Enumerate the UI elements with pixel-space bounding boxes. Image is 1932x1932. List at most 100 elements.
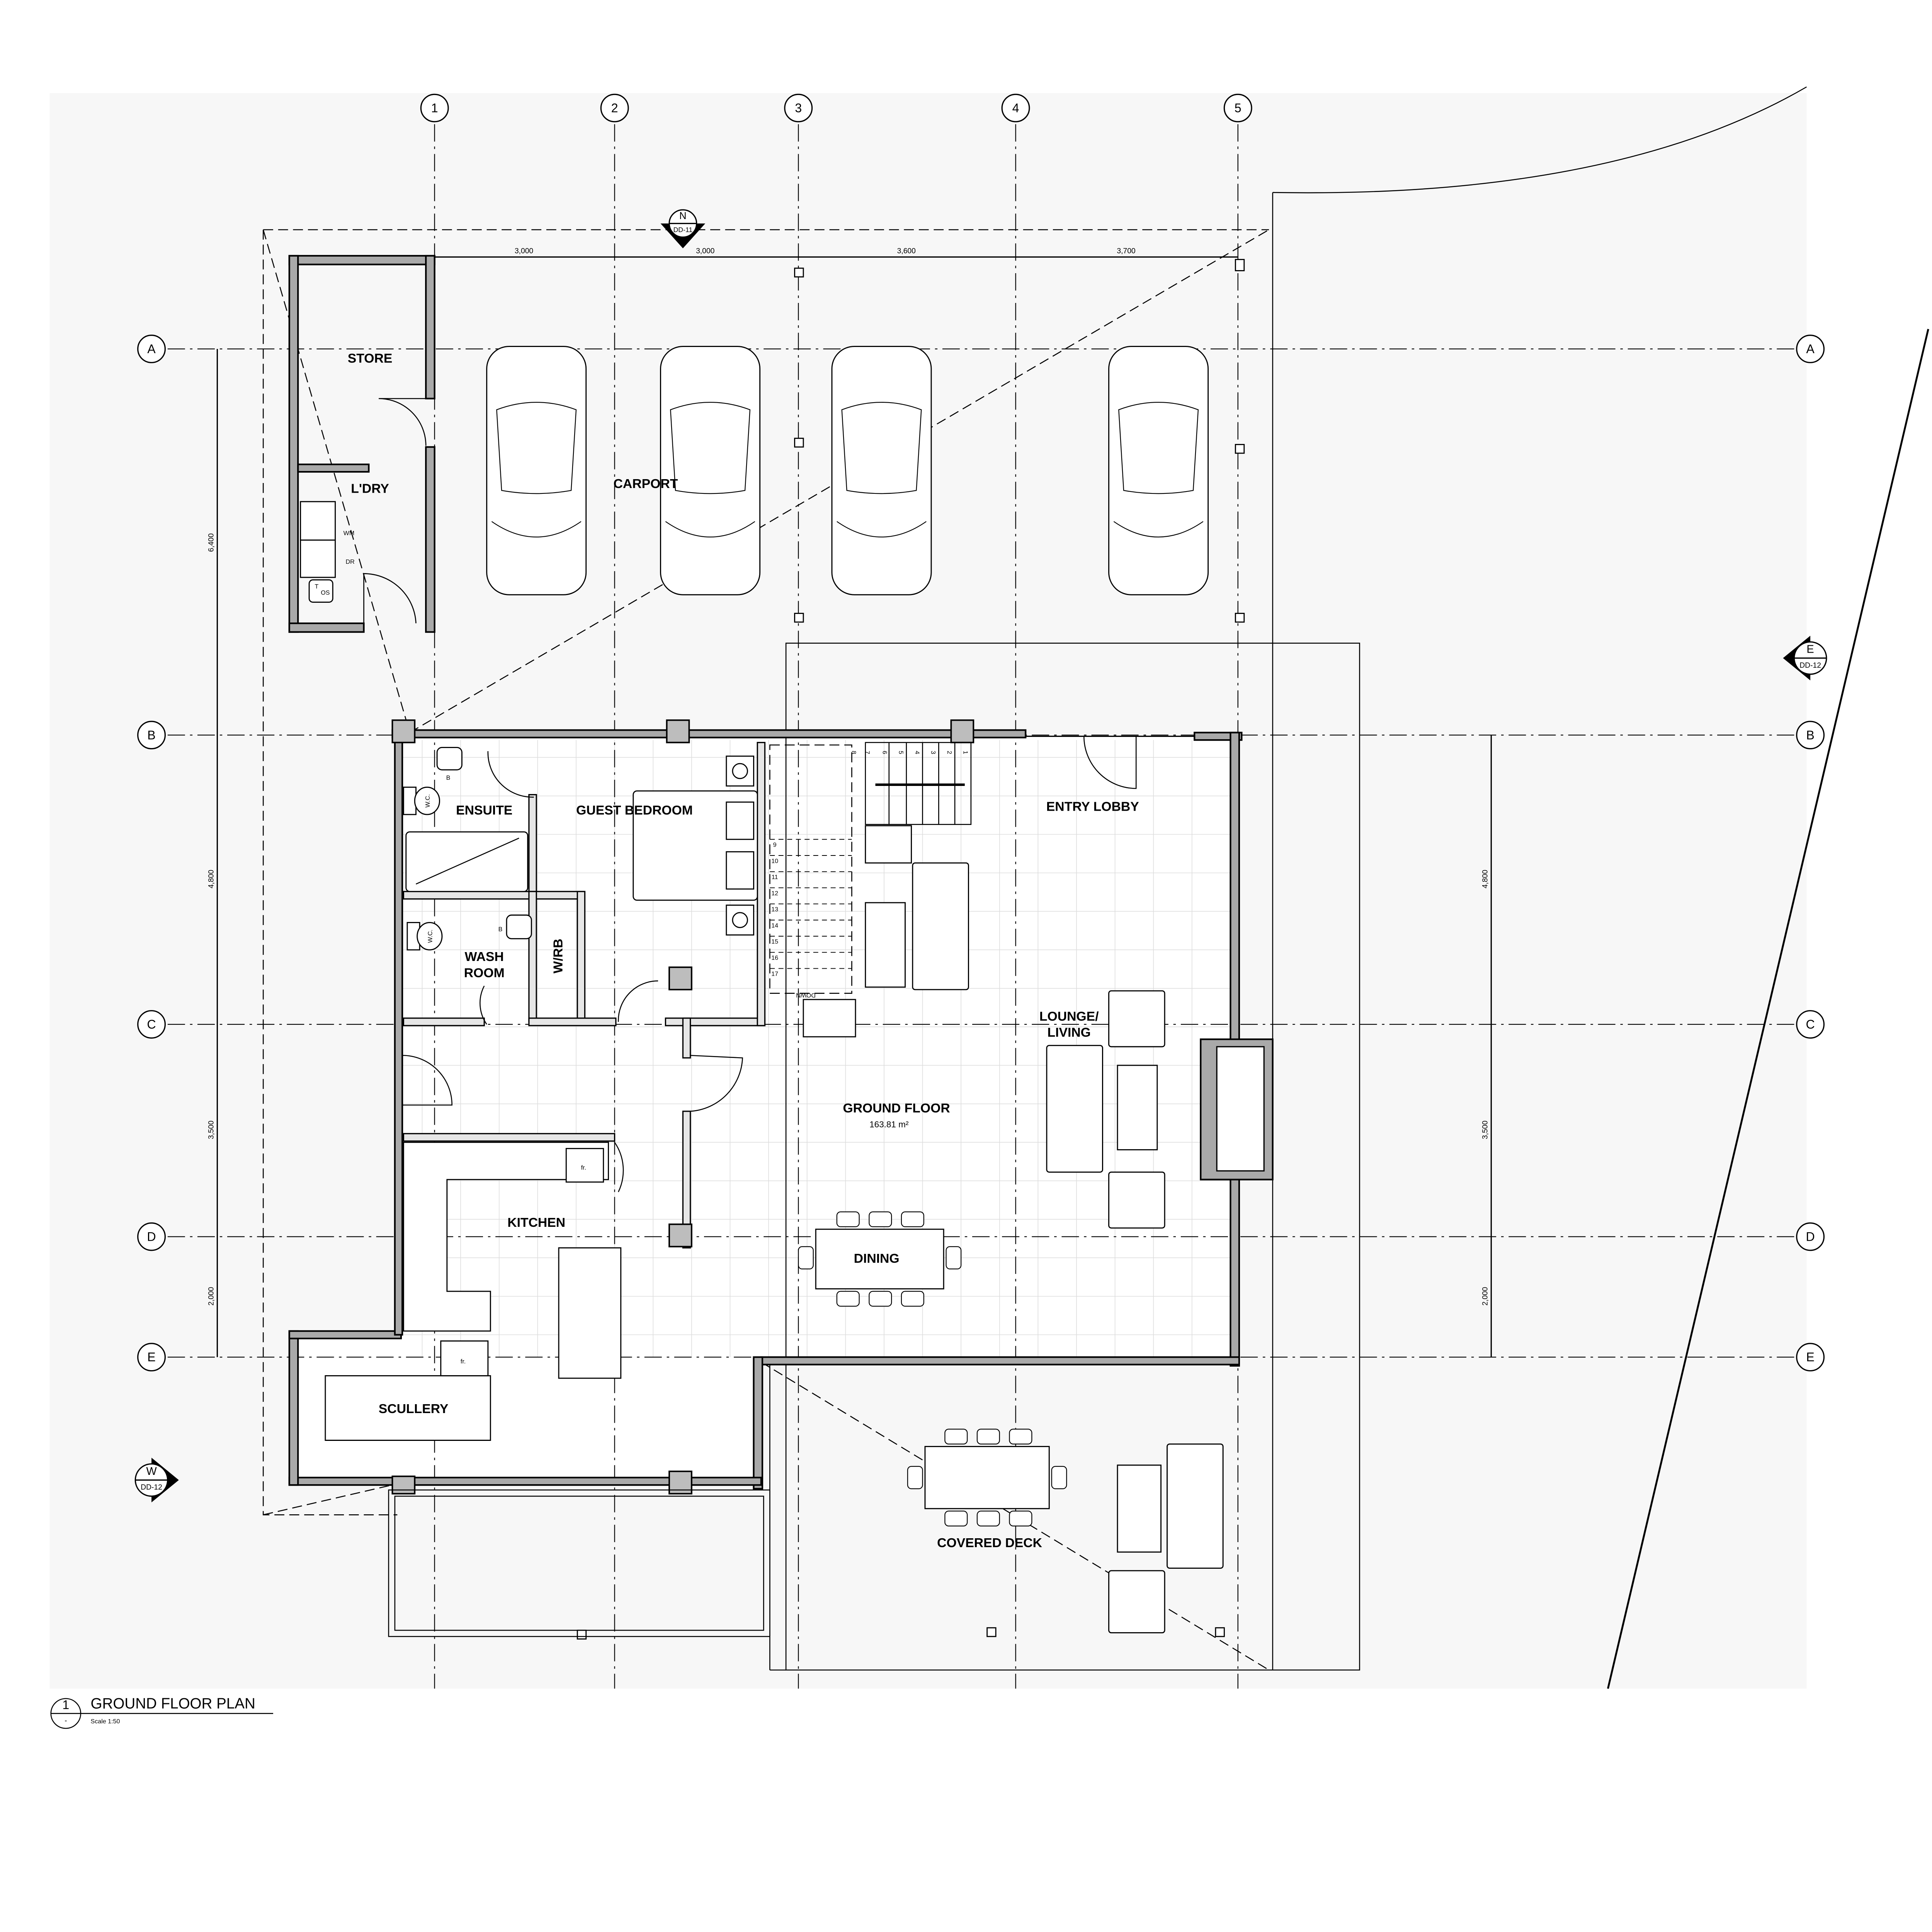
dining-chair: [901, 1291, 924, 1307]
stair-tread-number: 8: [850, 751, 857, 754]
stair-tread-number: 15: [771, 938, 778, 945]
grid-label: C: [147, 1017, 156, 1031]
site-boundary-east: [1607, 328, 1929, 1689]
car: [660, 346, 761, 595]
grid-label: B: [1806, 728, 1814, 742]
grid-label: 2: [611, 101, 618, 115]
store-laundry-walls: [288, 255, 435, 633]
grid-bubble-1: 1: [420, 94, 449, 122]
drawing-sheet: -: [65, 1717, 67, 1725]
car-body: [1108, 346, 1209, 595]
floor-area: 163.81 m²: [869, 1120, 909, 1129]
grid-bubble-4: 4: [1001, 94, 1030, 122]
tub-os-label: OS: [321, 589, 330, 596]
room-label-wrb: W/RB: [551, 939, 566, 973]
dining-chair: [798, 1246, 814, 1270]
deck-furniture: [907, 1429, 1224, 1634]
room-labels: STORE L'DRY CARPORT ENSUITE GUEST BEDROO…: [348, 351, 1139, 1550]
grid-label: B: [147, 728, 155, 742]
dimension-text: 4,800: [207, 870, 216, 888]
deck-chair: [907, 1466, 923, 1489]
car-windscreen: [665, 521, 755, 537]
room-label-store: STORE: [348, 351, 393, 366]
dimension-left: 6,400 4,800 3,500 2,000: [207, 349, 218, 1357]
grid-label: E: [147, 1350, 155, 1364]
stair-tread-number: 9: [773, 842, 777, 849]
dining-chair: [901, 1211, 924, 1227]
stair-tread-number: 1: [962, 751, 969, 754]
covered-deck-outline: [785, 643, 1360, 1671]
room-label-wash-room: WASH: [465, 949, 504, 964]
car: [831, 346, 932, 595]
room-label-dining: DINING: [854, 1251, 900, 1266]
car-windscreen: [491, 521, 582, 537]
deck-chair: [1009, 1429, 1032, 1445]
car-roof: [670, 402, 751, 494]
room-label-wash-room-2: ROOM: [464, 966, 505, 980]
wc-label: W.C.: [424, 794, 431, 808]
dimension-text: 4,800: [1481, 870, 1490, 888]
basin-label: B: [498, 926, 503, 933]
car-body: [660, 346, 761, 595]
deck-chair: [944, 1510, 968, 1527]
grid-label: C: [1806, 1017, 1815, 1031]
grid-bubble-E-left: E: [137, 1343, 166, 1372]
room-label-carport: CARPORT: [614, 476, 678, 491]
car: [486, 346, 587, 595]
grid-bubble-A-left: A: [137, 335, 166, 363]
section-marker-north[interactable]: N DD-11: [660, 209, 706, 248]
grid-label: E: [1806, 1350, 1814, 1364]
tub-label: T: [315, 583, 319, 590]
room-label-ensuite: ENSUITE: [456, 803, 512, 818]
section-sheet: DD-12: [1799, 662, 1821, 670]
grid-label: A: [147, 342, 156, 356]
stair-tread-number: 14: [771, 922, 778, 929]
section-id: E: [1806, 643, 1814, 656]
grid-label: D: [147, 1230, 156, 1244]
stair-tread-number: 16: [771, 954, 778, 961]
dining-set: [798, 1211, 962, 1307]
dimension-text: 3,500: [207, 1121, 216, 1139]
stair-tread-number: 3: [930, 751, 937, 754]
basin-label: B: [446, 774, 451, 781]
room-label-covered-deck: COVERED DECK: [937, 1536, 1042, 1550]
section-marker-east[interactable]: E DD-12: [1783, 636, 1827, 680]
deck-chair: [976, 1429, 1000, 1445]
car-roof: [1118, 402, 1199, 494]
grid-bubble-D-right: D: [1796, 1222, 1825, 1251]
dimension-text: 2,000: [207, 1287, 216, 1306]
bathroom-fixtures: B W.C. B W.C.: [403, 747, 532, 951]
car-roof: [496, 402, 577, 494]
bed: [633, 755, 758, 936]
room-label-kitchen: KITCHEN: [507, 1215, 565, 1230]
dining-chair: [836, 1211, 860, 1227]
grid-bubble-2: 2: [600, 94, 629, 122]
section-id: N: [679, 211, 687, 221]
wc-label: W.C.: [427, 929, 434, 943]
stair-tread-number: 6: [881, 751, 888, 754]
room-label-lounge: LOUNGE/: [1039, 1009, 1099, 1024]
grid-bubble-E-right: E: [1796, 1343, 1825, 1372]
stair-tread-number: 10: [771, 857, 778, 864]
grid-bubble-D-left: D: [137, 1222, 166, 1251]
section-sheet: DD-11: [673, 226, 692, 233]
dimension-top: 3,000 3,000 3,600 3,700: [434, 247, 1238, 258]
car-windscreen: [837, 521, 927, 537]
section-marker-west[interactable]: W DD-12: [134, 1458, 179, 1503]
fridge-label: fr.: [461, 1358, 466, 1365]
dimension-text: 2,000: [1481, 1287, 1490, 1306]
laundry-appliances: WM DR T OS: [300, 501, 355, 603]
grid-bubble-5: 5: [1223, 94, 1252, 122]
deck-chair: [976, 1510, 1000, 1527]
stair-tread-number: 11: [772, 874, 778, 881]
drawing-number: 1: [62, 1698, 69, 1712]
dryer-label: DR: [346, 558, 355, 565]
fridge-label: fr.: [581, 1164, 586, 1171]
door-swings: [402, 736, 1137, 1192]
grid-label: 3: [795, 101, 802, 115]
stair-down-label: DOWN: [796, 992, 816, 999]
house-walls: [288, 729, 1274, 1490]
dimension-text: 3,600: [897, 247, 916, 255]
dimension-text: 3,500: [1481, 1121, 1490, 1139]
